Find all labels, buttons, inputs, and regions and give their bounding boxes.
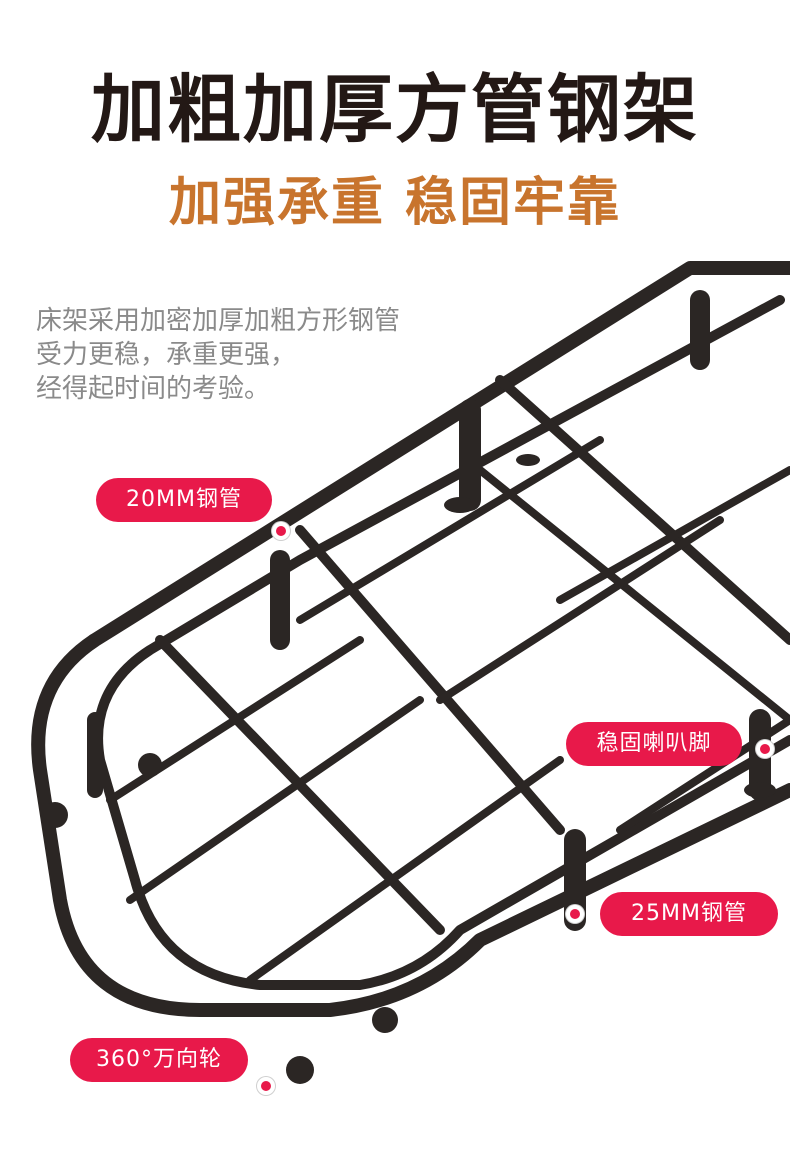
frame-outer-rail: [31, 261, 790, 1017]
frame-long-rail-3: [495, 375, 790, 645]
callout-universal-caster: 360°万向轮: [70, 1038, 248, 1082]
description-line-1: 床架采用加密加厚加粗方形钢管: [36, 306, 401, 336]
description-line-2: 受力更稳，承重更强，: [36, 340, 297, 370]
frame-long-rail-4: [476, 466, 790, 724]
caster-wheel-3: [42, 802, 68, 828]
frame-inner-rail: [93, 295, 790, 990]
frame-slat-6: [556, 466, 790, 604]
callout-20mm-marker: [272, 522, 290, 540]
callout-flared-feet-marker: [756, 740, 774, 758]
foot-pad-3: [516, 454, 540, 466]
callout-25mm-pipe: 25MM钢管: [600, 892, 778, 936]
callout-flared-feet: 稳固喇叭脚: [566, 722, 742, 766]
subtitle: 加强承重 稳固牢靠: [168, 173, 622, 233]
main-title: 加粗加厚方管钢架: [91, 67, 699, 153]
foot-pad-2: [744, 782, 776, 798]
frame-slat-4: [296, 436, 604, 624]
callout-20mm-pipe: 20MM钢管: [96, 478, 272, 522]
frame-slat-3: [246, 756, 564, 984]
caster-wheel-2: [372, 1007, 398, 1033]
callout-25mm-marker: [566, 905, 584, 923]
callout-caster-marker: [257, 1077, 275, 1095]
frame-slat-5: [436, 516, 724, 704]
feature-description: 床架采用加密加厚加粗方形钢管 受力更稳，承重更强， 经得起时间的考验。: [36, 304, 496, 406]
foot-pad-1: [444, 497, 476, 513]
caster-wheel-4: [138, 753, 162, 777]
caster-wheel-1: [286, 1056, 314, 1084]
frame-long-rail-1: [295, 525, 565, 835]
frame-slat-1: [126, 696, 424, 904]
description-line-3: 经得起时间的考验。: [36, 374, 271, 404]
